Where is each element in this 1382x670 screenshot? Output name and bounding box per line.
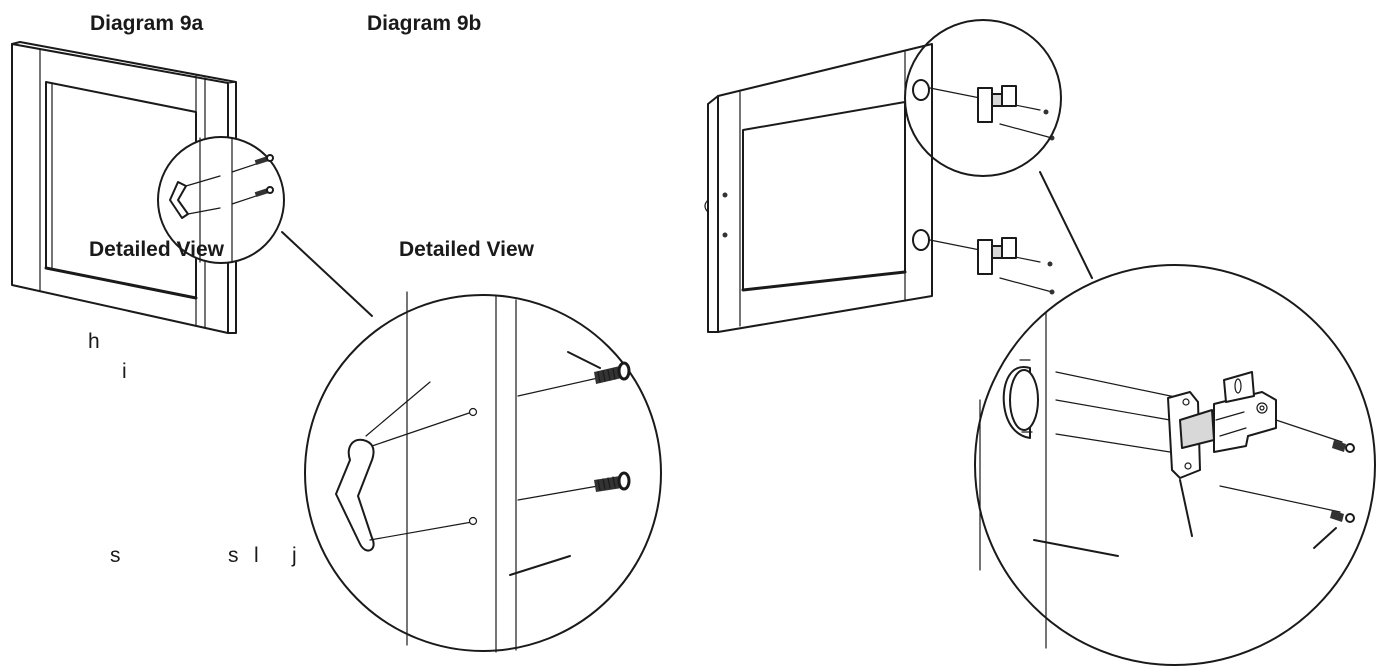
detail-view-label-small: Detailed View (89, 238, 225, 261)
part-label-s: s (110, 544, 121, 567)
part-label-s-second: s (228, 544, 239, 567)
part-label-l: l (254, 544, 259, 567)
part-label-i: i (122, 360, 127, 383)
diagram-9a-title: Diagram 9a (90, 12, 204, 35)
detail-circle-small-9a (157, 136, 285, 264)
detail-connector-9b (1039, 171, 1093, 279)
door-panel-9b (704, 43, 933, 333)
diagram-9b-title: Diagram 9b (367, 12, 481, 35)
detail-connector-9a (281, 231, 373, 317)
detail-circle-small-9b (904, 19, 1062, 177)
handle-large-icon (335, 438, 375, 552)
screw-icon (1332, 440, 1355, 453)
door-panel-9a (11, 41, 237, 334)
hinge-large-icon (1167, 371, 1277, 479)
screw-icon (594, 471, 631, 492)
detail-view-9b (974, 264, 1376, 666)
hinge-top-9b (929, 85, 1055, 141)
detail-view-label-large: Detailed View (399, 238, 535, 261)
screw-icon (1330, 510, 1355, 523)
hinge-bottom-9b (929, 237, 1055, 295)
detail-view-9a (304, 291, 662, 653)
screw-icon (594, 361, 631, 384)
part-label-h: h (88, 330, 100, 353)
part-label-j: j (291, 544, 297, 567)
